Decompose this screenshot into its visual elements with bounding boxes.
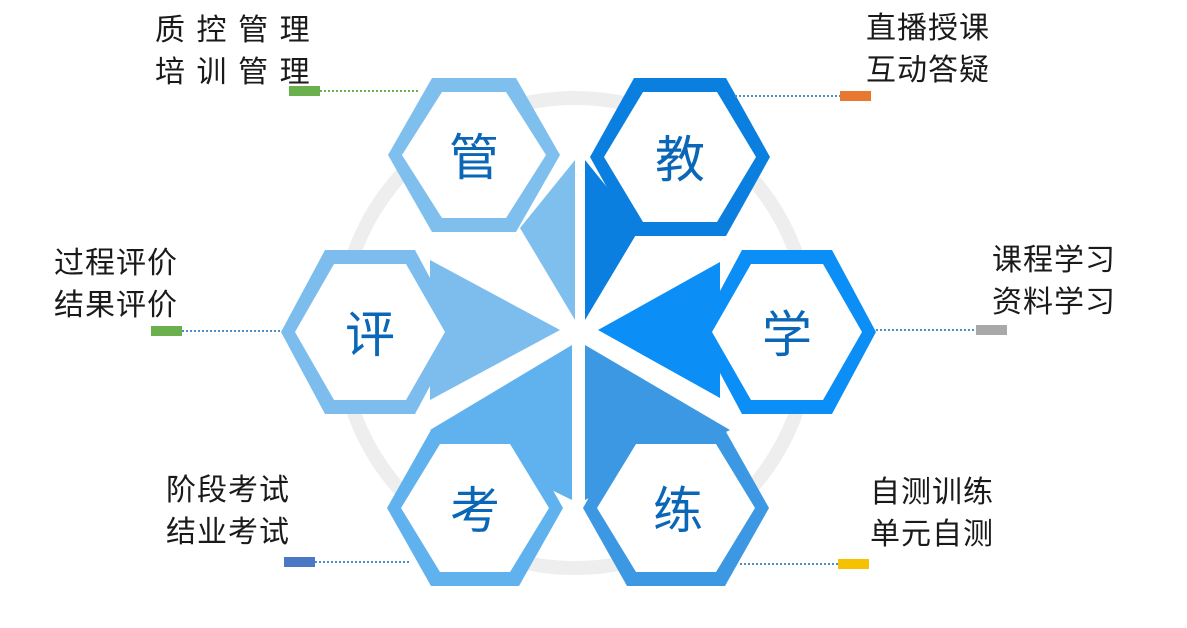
- hex-inner-jiao: [604, 92, 756, 222]
- hex-char-guan: 管: [449, 129, 499, 187]
- label-kao: 阶段考试 结业考试: [166, 470, 290, 554]
- hex-char-ping: 评: [345, 306, 395, 364]
- marker-guan: [289, 86, 320, 96]
- label-ping-line-1: 过程评价: [54, 246, 178, 281]
- label-ping: 过程评价 结果评价: [54, 243, 178, 327]
- wedge-ping: [430, 260, 560, 400]
- label-guan: 质 控 管 理 培 训 管 理: [155, 10, 311, 94]
- hex-inner-xue: [712, 264, 862, 400]
- segment-guan: 管: [388, 78, 575, 320]
- hex-inner-lian: [597, 444, 755, 572]
- wedge-jiao: [585, 160, 640, 320]
- label-xue-line-2: 资料学习: [992, 285, 1116, 320]
- wedge-xue: [598, 262, 720, 398]
- hex-inner-ping: [295, 264, 445, 400]
- marker-lian: [838, 559, 869, 569]
- segment-lian: 练: [583, 345, 769, 586]
- label-guan-line-1: 质 控 管 理: [155, 13, 311, 48]
- label-xue: 课程学习 资料学习: [992, 240, 1116, 324]
- marker-kao: [284, 557, 315, 567]
- label-lian: 自测训练 单元自测: [870, 472, 994, 556]
- label-ping-line-2: 结果评价: [54, 288, 178, 323]
- label-jiao-line-2: 互动答疑: [866, 53, 990, 88]
- hex-inner-guan: [402, 92, 546, 218]
- hex-char-kao: 考: [450, 482, 500, 540]
- segment-ping: 评: [281, 250, 560, 414]
- marker-xue: [976, 325, 1007, 335]
- hex-char-jiao: 教: [655, 131, 705, 189]
- segment-kao: 考: [387, 345, 572, 586]
- marker-ping: [151, 326, 182, 336]
- label-jiao: 直播授课 互动答疑: [866, 8, 990, 92]
- hex-char-xue: 学: [762, 306, 812, 364]
- label-xue-line-1: 课程学习: [992, 243, 1116, 278]
- label-kao-line-2: 结业考试: [166, 515, 290, 550]
- hex-char-lian: 练: [653, 482, 703, 540]
- label-lian-line-1: 自测训练: [870, 475, 994, 510]
- label-lian-line-2: 单元自测: [870, 517, 994, 552]
- hex-inner-kao: [401, 444, 549, 572]
- segment-jiao: 教: [585, 78, 770, 320]
- marker-jiao: [840, 91, 871, 101]
- label-jiao-line-1: 直播授课: [866, 11, 990, 46]
- wedge-guan: [520, 160, 575, 320]
- label-guan-line-2: 培 训 管 理: [155, 55, 311, 90]
- label-kao-line-1: 阶段考试: [166, 473, 290, 508]
- segment-xue: 学: [598, 250, 876, 414]
